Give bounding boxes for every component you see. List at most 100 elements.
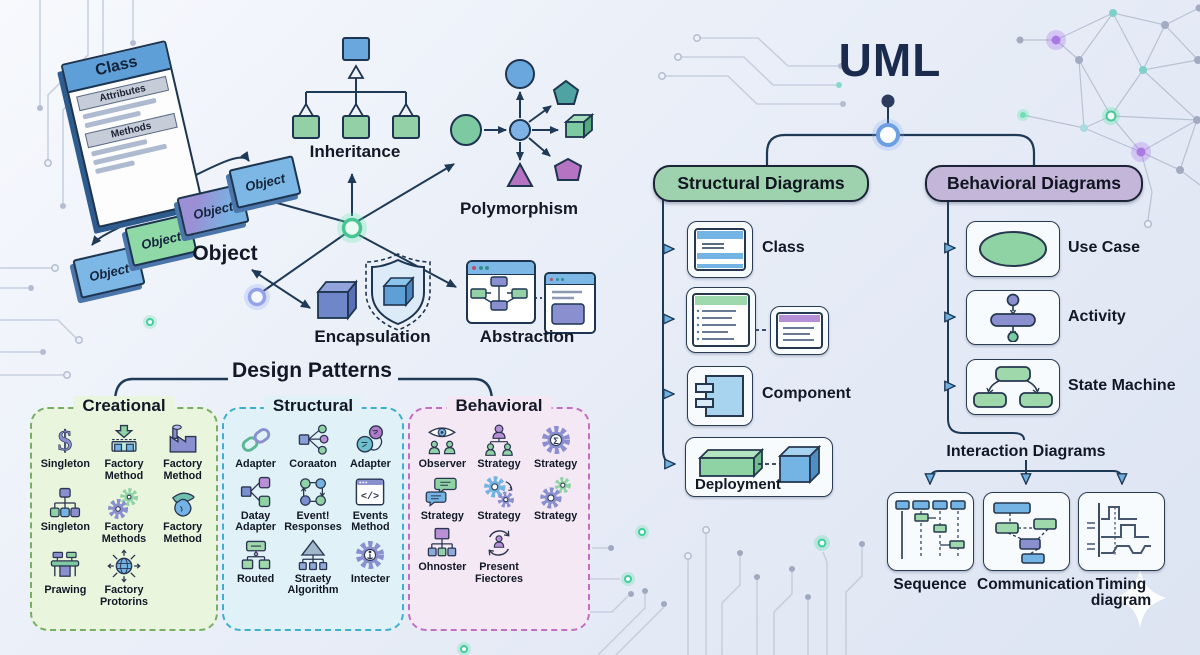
structural-diagrams-pill: Structural Diagrams — [653, 165, 869, 202]
pattern-item: Event! Responses — [284, 475, 342, 534]
class-pair-small-icon — [776, 312, 823, 349]
timing-icon — [1087, 503, 1151, 557]
pattern-item: Straety Algorithm — [284, 538, 342, 597]
use-case-label: Use Case — [1068, 239, 1141, 256]
gear-anchor-icon — [353, 538, 387, 572]
polymorphism-label: Polymorphism — [459, 199, 579, 218]
window-titlebar — [468, 262, 534, 275]
chain-icon — [239, 423, 273, 457]
abstraction-window-1 — [466, 260, 536, 324]
behavioral-diagrams-pill: Behavioral Diagrams — [925, 165, 1143, 202]
box-link-icon — [239, 475, 273, 509]
sparkle-icon — [1114, 568, 1166, 628]
activity-flow-icon — [990, 293, 1036, 342]
pattern-label: Events Method — [351, 509, 390, 534]
pattern-item: Factory Methods — [96, 486, 153, 545]
communication-icon — [993, 502, 1057, 564]
flow-tree-icon — [425, 526, 459, 560]
pattern-label: Strategy — [477, 458, 521, 470]
pattern-label: Strategy — [534, 509, 578, 522]
dollar-icon: $ — [48, 423, 82, 457]
pattern-label: Straety Algorithm — [287, 572, 339, 597]
creational-grid: $ Singleton Factory Method Factory Method… — [32, 409, 216, 612]
sequence-icon — [895, 500, 966, 559]
network-mesh — [1016, 4, 1200, 229]
org-tree-icon — [48, 486, 82, 520]
sequence-label: Sequence — [893, 576, 967, 593]
structural-grid: Adapter Coraaton Adapter Datay Adapter E… — [224, 409, 402, 601]
pattern-item: Factory Method — [154, 423, 211, 482]
pattern-item: Adapter — [229, 423, 282, 471]
pattern-label: Adapter — [235, 458, 276, 470]
state-machine-icon — [973, 366, 1053, 408]
document-icon — [551, 290, 585, 325]
activity-card — [966, 290, 1060, 345]
window-titlebar — [546, 274, 594, 285]
gear-pair-icon — [482, 475, 516, 509]
chat-bubbles-icon — [425, 475, 459, 509]
timing-card — [1078, 492, 1165, 571]
deployment-icon — [697, 444, 822, 485]
gears-icon — [107, 486, 141, 520]
class-pair-card-main — [686, 287, 756, 353]
person-tree-icon — [482, 423, 516, 457]
class-diagram-label: Class — [762, 239, 805, 256]
component-diagram-card — [687, 366, 753, 426]
class-diagram-card — [687, 221, 753, 278]
pattern-item: </> Events Method — [344, 475, 397, 534]
circle-link-icon — [353, 423, 387, 457]
pattern-item: Singleton — [37, 486, 94, 545]
glow-dots — [143, 315, 830, 655]
triangle-tree-icon — [296, 538, 330, 572]
abstraction-label: Abstraction — [479, 327, 575, 346]
state-machine-label: State Machine — [1068, 377, 1176, 394]
class-pair-card-small — [770, 306, 829, 355]
deployment-diagram-card: Deployment — [685, 437, 833, 497]
flowchart-icon — [470, 276, 528, 311]
svg-text:Σ: Σ — [553, 436, 559, 446]
uml-title: UML — [838, 34, 942, 86]
object-group-label: Object — [192, 242, 258, 265]
pattern-label: Strategy — [420, 509, 464, 522]
svg-text:</>: </> — [361, 490, 379, 502]
uml-root-node — [872, 94, 904, 151]
pattern-item: Intecter — [344, 538, 397, 597]
state-machine-card — [966, 359, 1060, 415]
pattern-item: Adapter — [344, 423, 397, 471]
pattern-item: Prawing — [37, 549, 94, 608]
communication-label: Communication — [977, 576, 1095, 593]
use-case-card — [966, 221, 1060, 277]
code-window-icon: </> — [353, 475, 387, 509]
pattern-label: Factory Method — [163, 458, 203, 482]
pattern-item: Strategy — [415, 475, 470, 523]
pattern-label: Observer — [418, 458, 467, 470]
beret-icon — [166, 486, 200, 520]
creational-panel: Creational $Singleton Factory Method Fac… — [30, 396, 218, 631]
structural-title: Structural — [263, 396, 363, 416]
inheritance-icon — [292, 37, 420, 139]
node-tree-icon — [239, 538, 273, 572]
pattern-item: Observer — [415, 423, 470, 471]
pattern-item: Strategy — [472, 475, 527, 523]
pattern-label: Present Fiectores — [474, 561, 523, 585]
pattern-item: Ohnoster — [415, 526, 470, 585]
fan-out-icon — [296, 423, 330, 457]
ring-node — [244, 284, 270, 310]
person-cycle-icon — [482, 526, 516, 560]
inheritance-label: Inheritance — [309, 142, 401, 161]
pattern-label: Prawing — [44, 584, 87, 597]
pattern-item: Datay Adapter — [229, 475, 282, 534]
pattern-item: Factory Method — [96, 423, 153, 482]
pattern-label: Intecter — [350, 572, 390, 585]
cycle-icon — [296, 475, 330, 509]
deployment-diagram-label: Deployment — [695, 476, 781, 493]
pattern-item: Coraaton — [284, 423, 342, 471]
sequence-card — [887, 492, 974, 571]
pattern-item: Factory Protorins — [96, 549, 153, 608]
component-diagram-label: Component — [762, 385, 851, 402]
